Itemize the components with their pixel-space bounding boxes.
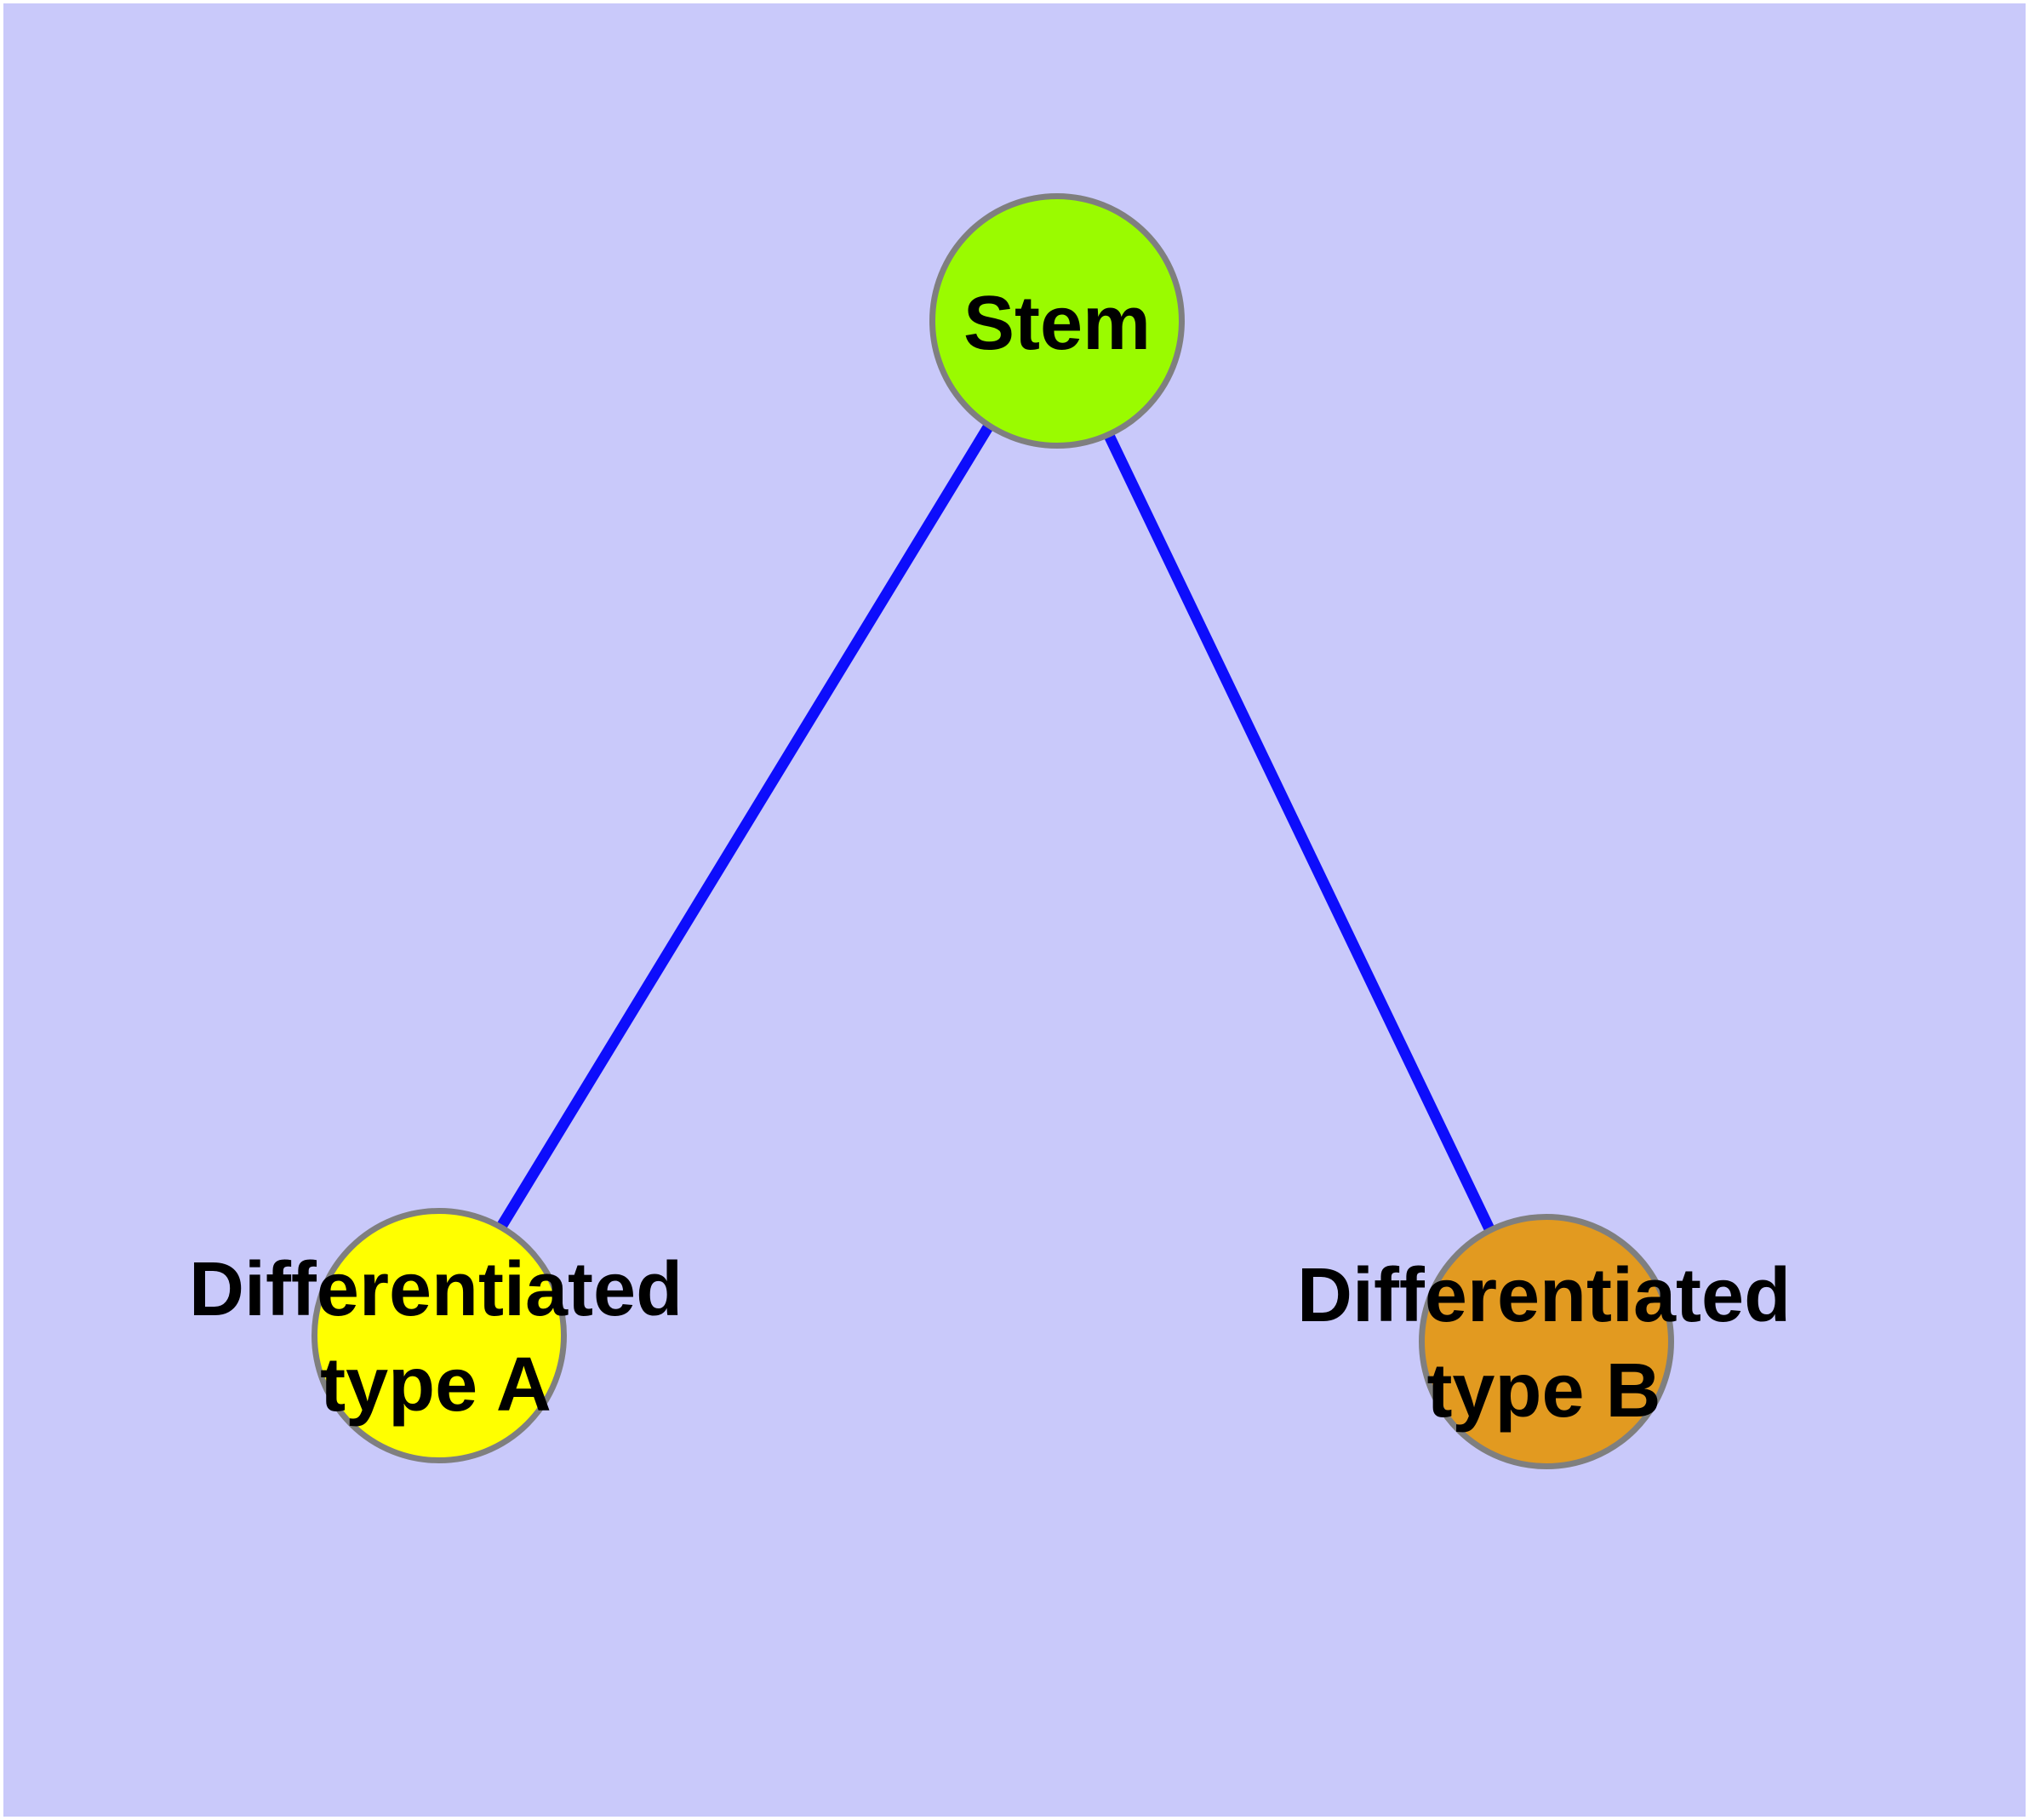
- node-label-stem: Stem: [963, 276, 1151, 371]
- node-differentiated-type-a: [311, 1208, 567, 1463]
- node-label-type-b-line2: type B: [1426, 1348, 1661, 1434]
- node-differentiated-type-b: [1419, 1214, 1674, 1469]
- edge-stem-to-type-a: [433, 317, 1059, 1334]
- node-label-stem-text: Stem: [963, 281, 1152, 366]
- node-label-type-a-line2: type A: [320, 1342, 552, 1428]
- node-label-type-a-line1: Differentiated: [188, 1247, 683, 1332]
- node-stem: [929, 193, 1185, 449]
- node-label-differentiated-type-b: Differentiated type B: [1297, 1248, 1791, 1439]
- edges-layer: [433, 317, 1546, 1339]
- node-label-differentiated-type-a: Differentiated type A: [189, 1242, 683, 1433]
- node-label-type-b-line1: Differentiated: [1296, 1253, 1792, 1338]
- edge-stem-to-type-b: [1048, 317, 1546, 1339]
